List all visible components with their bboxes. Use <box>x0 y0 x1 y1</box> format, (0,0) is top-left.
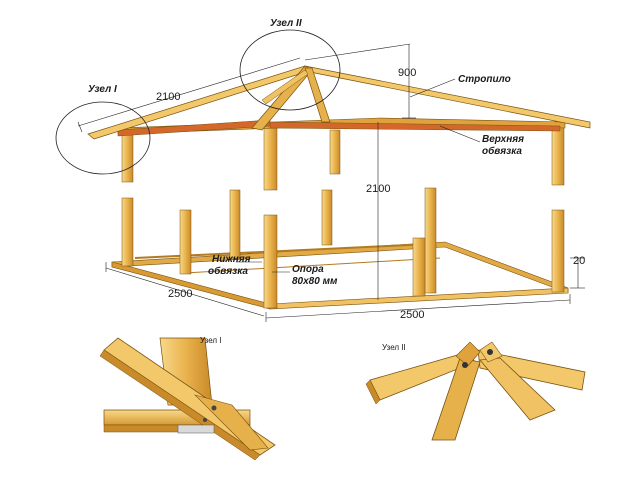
dimension-lines <box>77 43 585 322</box>
top-frame <box>117 117 566 137</box>
post-left-bottom <box>121 197 134 267</box>
post-back-1 <box>179 209 192 275</box>
post-label-1: Опора <box>292 264 324 275</box>
width-front: 2500 <box>400 309 424 321</box>
rafter-length: 2100 <box>156 91 180 103</box>
detail-node2: Узел II <box>365 341 586 441</box>
post-front-bottom <box>263 214 278 309</box>
node2-label: Узел II <box>270 18 302 29</box>
post-label-2: 80x80 мм <box>292 276 338 287</box>
post-back-5 <box>412 237 426 297</box>
post-right-bottom <box>551 209 565 293</box>
ridge-height: 900 <box>398 67 416 79</box>
base-gap: 20 <box>573 255 585 267</box>
post-left-top <box>121 129 134 183</box>
post-back-4 <box>424 187 437 294</box>
detail2-label: Узел II <box>382 343 406 352</box>
post-height: 2100 <box>366 183 390 195</box>
post-right-top <box>551 124 565 186</box>
post-back-3 <box>321 189 333 246</box>
detail1-label: Узел I <box>200 336 222 345</box>
node2-circle <box>239 29 341 111</box>
top-frame-label-1: Верхняя <box>482 134 524 145</box>
detail-node1: Узел I <box>99 336 276 461</box>
post-mid-top <box>329 129 341 175</box>
node1-circle <box>55 101 151 175</box>
bottom-frame-label-1: Нижняя <box>212 254 251 265</box>
post-front-top <box>263 127 278 191</box>
top-frame-label-2: обвязка <box>482 145 522 157</box>
node1-label: Узел I <box>88 84 117 95</box>
post-back-2 <box>229 189 241 259</box>
rafter-label: Стропило <box>458 74 511 85</box>
width-left: 2500 <box>168 288 192 300</box>
bottom-frame-label-2: обвязка <box>208 265 248 277</box>
